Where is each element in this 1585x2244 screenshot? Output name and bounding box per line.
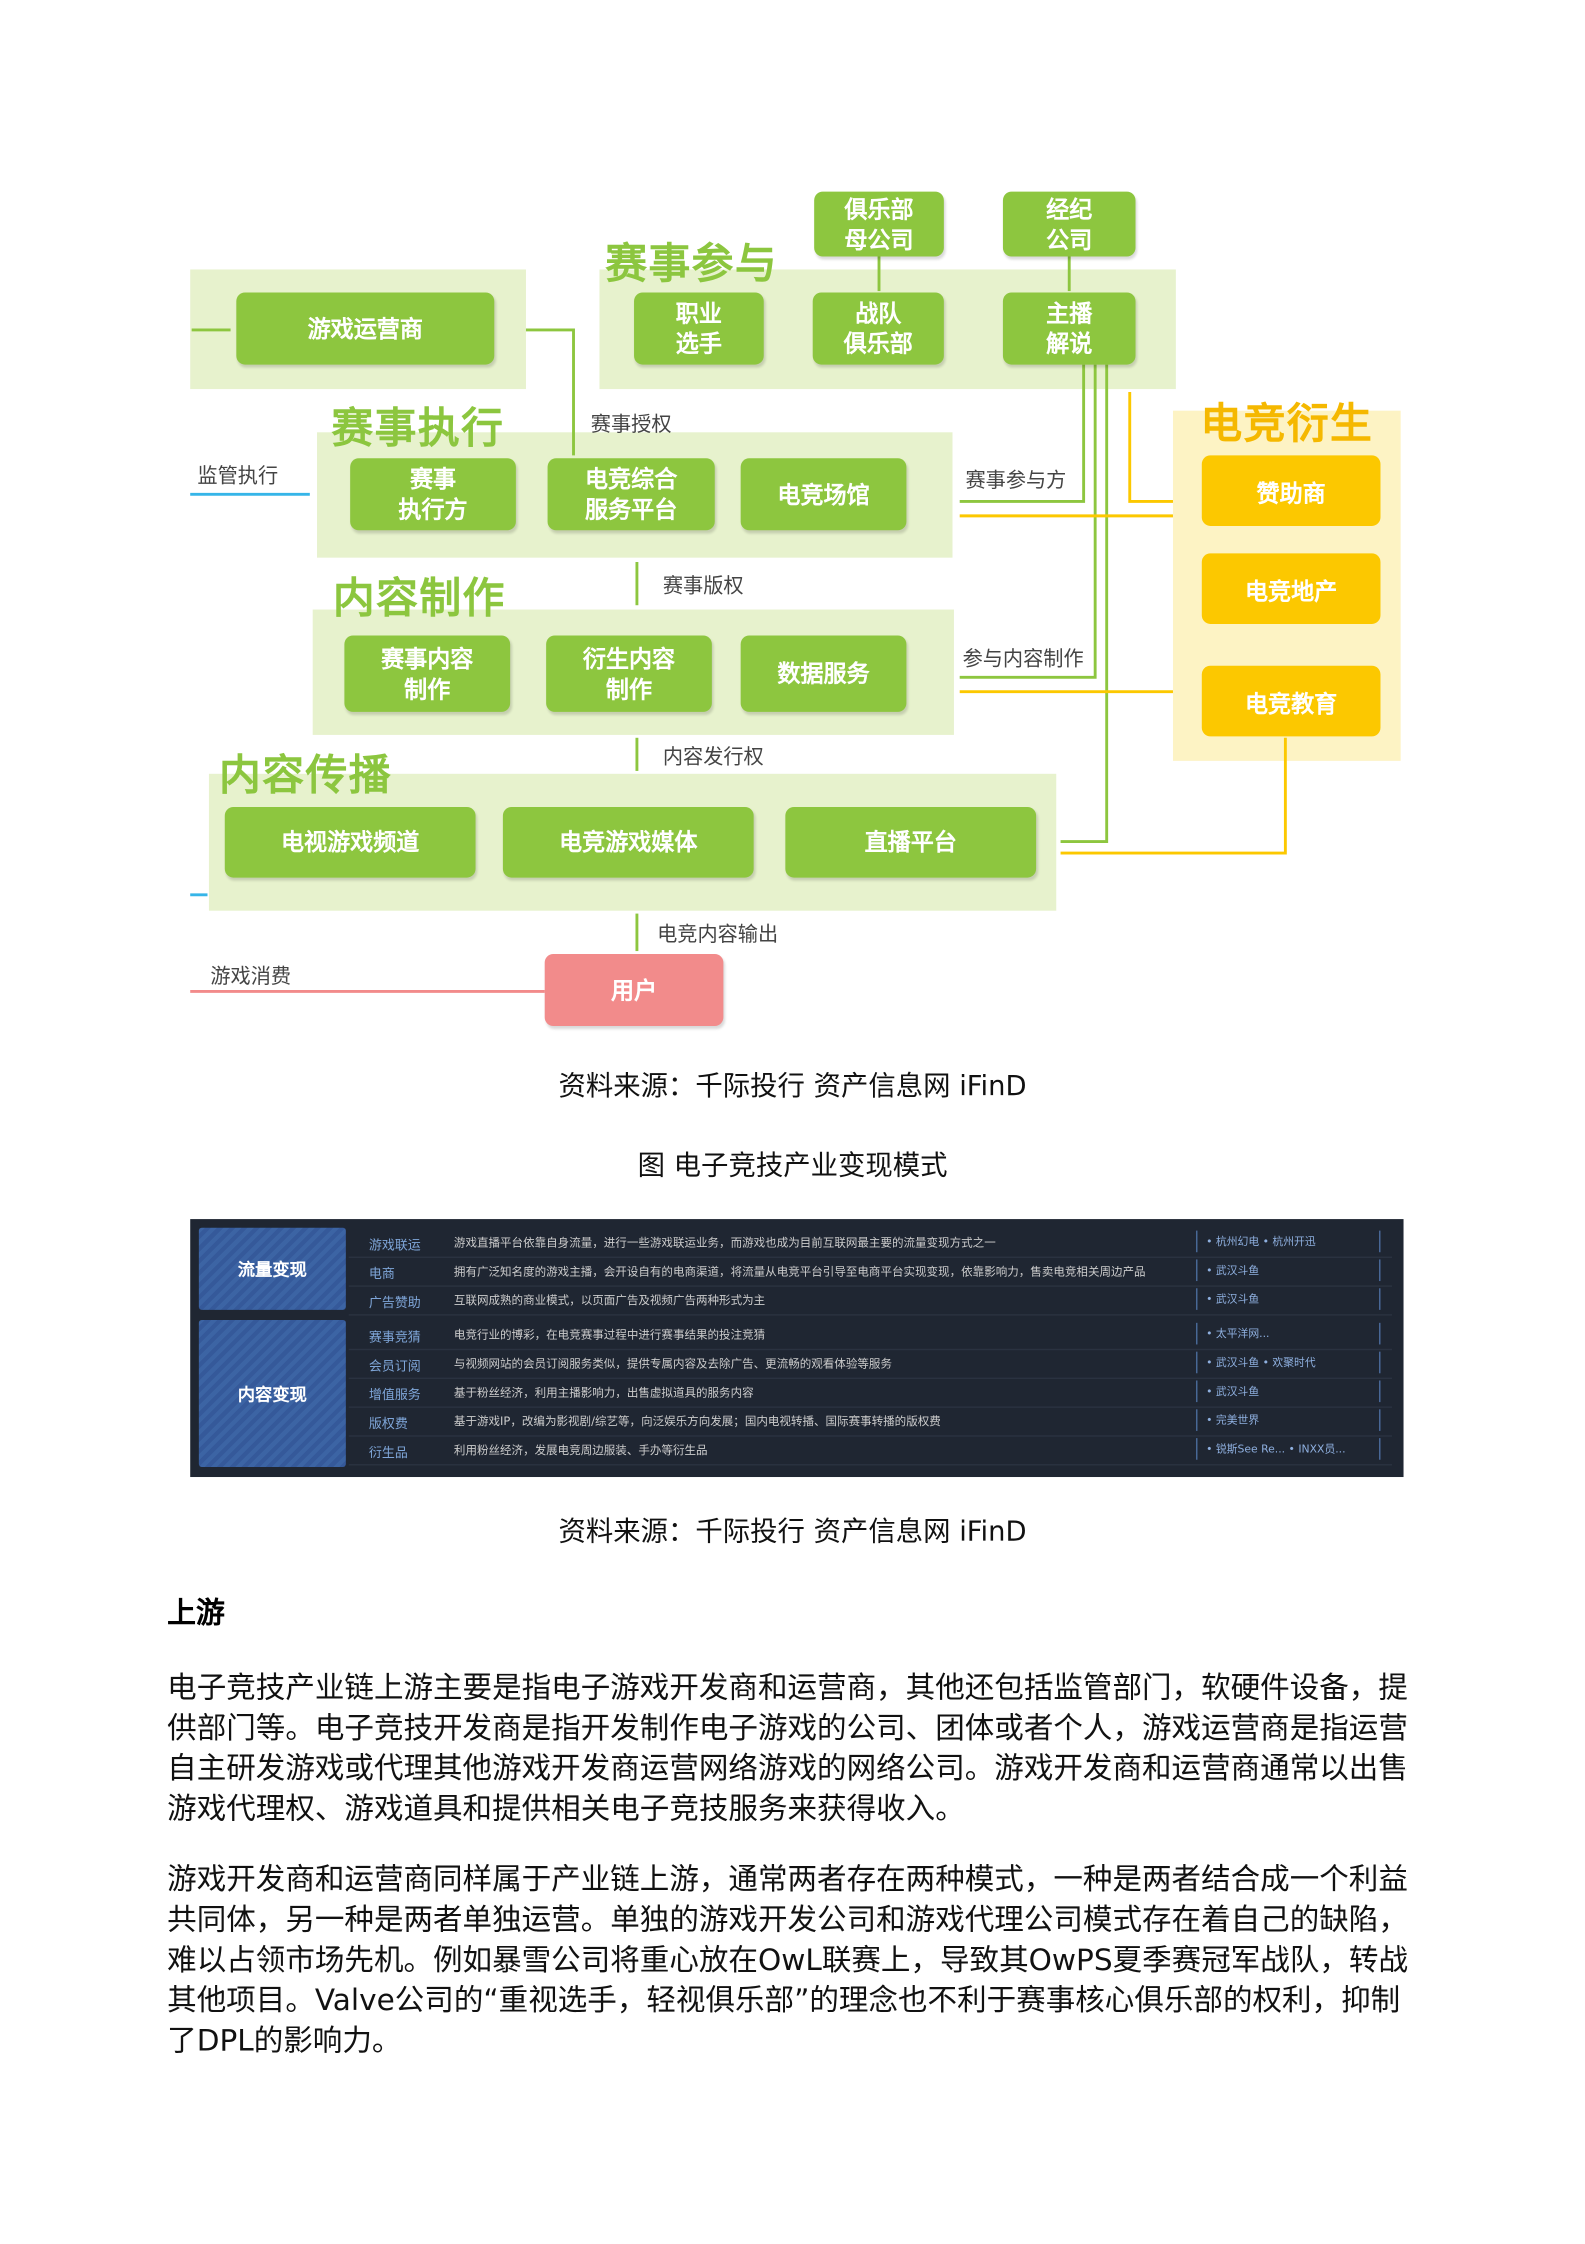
- row-companies: • 完美世界: [1196, 1409, 1381, 1431]
- box-venue: 电竞场馆: [740, 458, 907, 531]
- title-distribution: 内容传播: [219, 750, 392, 800]
- table-row: 电商 拥有广泛知名度的游戏主播，会开设自有的电商渠道，将流量从电竞平台引导至电商平…: [348, 1257, 1393, 1287]
- box-sponsor: 赞助商: [1201, 455, 1381, 526]
- row-description: 互联网成熟的商业模式，以页面广告及视频广告两种形式为主: [453, 1294, 766, 1307]
- box-platform: 电竞综合 服务平台: [547, 458, 715, 531]
- table-row: 版权费 基于游戏IP，改编为影视剧/综艺等，向泛娱乐方向发展；国内电视转播、国际赛…: [348, 1406, 1393, 1437]
- row-description: 游戏直播平台依靠自身流量，进行一些游戏联运业务，而游戏也成为目前互联网最主要的流…: [453, 1236, 996, 1250]
- title-derivatives: 电竞衍生: [1200, 399, 1374, 449]
- row-type: 赛事竞猜: [368, 1331, 421, 1346]
- title-participation: 赛事参与: [605, 239, 779, 289]
- table-row: 衍生品 利用粉丝经济，发展电竞周边服装、手办等衍生品 • 锐斯See Re... •…: [348, 1435, 1393, 1466]
- box-club-parent: 俱乐部 母公司: [814, 191, 944, 257]
- table-row: 广告赞助 互联网成熟的商业模式，以页面广告及视频广告两种形式为主 • 武汉斗鱼: [348, 1285, 1393, 1316]
- connector-lines: [190, 256, 1287, 993]
- label-supervision: 监管执行: [197, 465, 279, 489]
- paragraph-2: 游戏开发商和运营商同样属于产业链上游，通常两者存在两种模式，一种是两者结合成一个…: [167, 1861, 1409, 2058]
- title-execution: 赛事执行: [331, 403, 505, 453]
- row-companies: • 武汉斗鱼 • 欢聚时代: [1196, 1351, 1381, 1374]
- box-team-club: 战队 俱乐部: [812, 292, 944, 365]
- row-description: 基于游戏IP，改编为影视剧/综艺等，向泛娱乐方向发展；国内电视转播、国际赛事转播…: [453, 1415, 941, 1429]
- row-companies: • 杭州幻电 • 杭州开迅: [1196, 1230, 1381, 1253]
- box-agency: 经纪 公司: [1002, 191, 1136, 257]
- title-content-production: 内容制作: [332, 573, 506, 623]
- row-companies: • 锐斯See Re... • INXX员...: [1196, 1438, 1381, 1460]
- box-user: 用户: [544, 953, 724, 1026]
- group-content: 内容变现: [198, 1319, 346, 1467]
- source-caption-2: 资料来源：千际投行 资产信息网 iFinD: [558, 1515, 1027, 1548]
- row-companies: • 武汉斗鱼: [1196, 1380, 1381, 1403]
- row-companies: • 武汉斗鱼: [1196, 1288, 1381, 1310]
- figure-title: 图 电子竞技产业变现模式: [637, 1149, 948, 1182]
- box-real-estate: 电竞地产: [1201, 553, 1381, 624]
- table-row: 增值服务 基于粉丝经济，利用主播影响力，出售虚拟道具的服务内容 • 武汉斗鱼: [348, 1378, 1393, 1408]
- label-event-auth: 赛事授权: [590, 413, 672, 437]
- box-event-content: 赛事内容 制作: [344, 635, 511, 712]
- box-operator: 游戏运营商: [236, 292, 495, 365]
- box-tv-channel: 电视游戏频道: [224, 806, 476, 878]
- row-type: 增值服务: [368, 1389, 421, 1404]
- label-event-copyright: 赛事版权: [662, 574, 744, 599]
- table-row: 游戏联运 游戏直播平台依靠自身流量，进行一些游戏联运业务，而游戏也成为目前互联网最…: [348, 1228, 1393, 1258]
- row-companies: • 武汉斗鱼: [1196, 1259, 1381, 1282]
- label-distribution-right: 内容发行权: [662, 746, 764, 770]
- paragraph-1: 电子竞技产业链上游主要是指电子游戏开发商和运营商，其他还包括监管部门，软硬件设备…: [167, 1670, 1408, 1826]
- box-education: 电竞教育: [1201, 665, 1381, 737]
- group-traffic: 流量变现: [198, 1227, 346, 1310]
- box-streamer: 主播 解说: [1002, 292, 1136, 365]
- label-content-participation: 参与内容制作: [962, 648, 1084, 672]
- source-caption-1: 资料来源：千际投行 资产信息网 iFinD: [558, 1070, 1027, 1103]
- row-type: 会员订阅: [368, 1360, 421, 1375]
- label-content-output: 电竞内容输出: [657, 923, 779, 947]
- box-data-service: 数据服务: [740, 635, 907, 712]
- row-type: 广告赞助: [368, 1296, 421, 1312]
- row-description: 基于粉丝经济，利用主播影响力，出售虚拟道具的服务内容: [453, 1386, 754, 1400]
- table-row: 会员订阅 与视频网站的会员订阅服务类似，提供专属内容及去除广告、更流畅的观看体验等…: [348, 1349, 1393, 1380]
- label-participants: 赛事参与方: [965, 469, 1067, 493]
- box-derived-content: 衍生内容 制作: [546, 635, 712, 712]
- row-description: 与视频网站的会员订阅服务类似，提供专属内容及去除广告、更流畅的观看体验等服务: [453, 1357, 892, 1371]
- row-companies: • 太平洋网...: [1196, 1322, 1381, 1345]
- row-type: 衍生品: [368, 1446, 408, 1462]
- row-description: 拥有广泛知名度的游戏主播，会开设自有的电商渠道，将流量从电竞平台引导至电商平台实…: [453, 1265, 1146, 1279]
- table-row: 赛事竞猜 电竞行业的博彩，在电竞赛事过程中进行赛事结果的投注竞猜 • 太平洋网...: [348, 1320, 1393, 1351]
- row-description: 电竞行业的博彩，在电竞赛事过程中进行赛事结果的投注竞猜: [453, 1328, 766, 1342]
- row-description: 利用粉丝经济，发展电竞周边服装、手办等衍生品: [453, 1443, 708, 1457]
- section-heading: 上游: [167, 1595, 225, 1630]
- box-media: 电竞游戏媒体: [502, 806, 754, 878]
- row-type: 游戏联运: [368, 1239, 421, 1254]
- row-type: 版权费: [368, 1417, 408, 1433]
- box-live-platform: 直播平台: [785, 806, 1037, 878]
- box-executor: 赛事 执行方: [350, 458, 516, 531]
- monetization-table: 流量变现 内容变现 游戏联运 游戏直播平台依靠自身流量，进行一些游戏联运业务，而游…: [190, 1219, 1404, 1478]
- label-game-consumption: 游戏消费: [210, 965, 292, 989]
- row-type: 电商: [368, 1268, 395, 1283]
- box-pro-player: 职业 选手: [634, 292, 764, 365]
